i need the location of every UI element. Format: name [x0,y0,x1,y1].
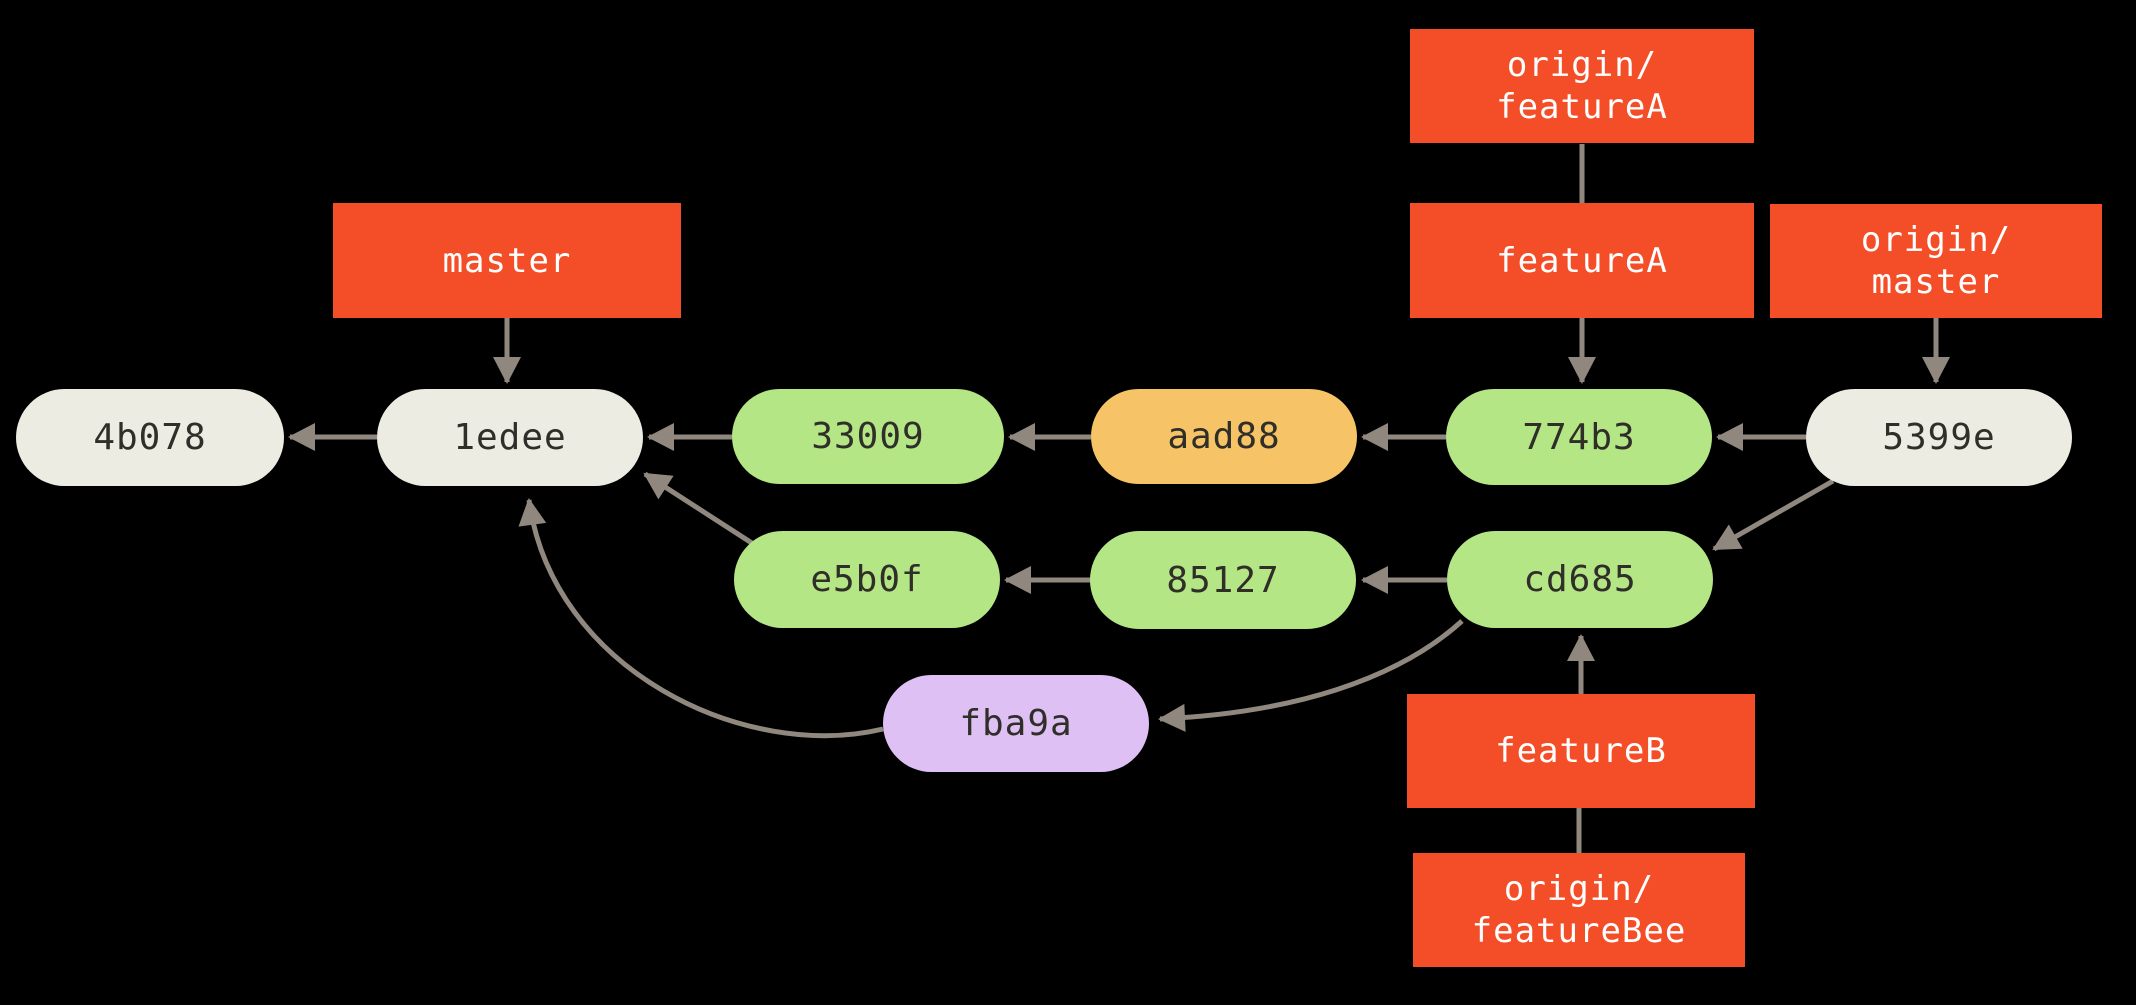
branch-label-origin-featureBee: origin/ featureBee [1413,853,1745,967]
commit-node-33009: 33009 [732,389,1004,484]
commit-node-85127: 85127 [1090,531,1356,629]
branch-label-master: master [333,203,681,318]
edge-cd685-to-fba9a [1158,619,1464,732]
commit-node-e5b0f: e5b0f [734,531,1000,628]
commit-node-774b3: 774b3 [1446,389,1712,485]
commit-node-cd685: cd685 [1447,531,1713,628]
commit-node-5399e: 5399e [1806,389,2072,486]
branch-label-featureB: featureB [1407,694,1755,808]
edge-5399e-to-cd685 [1712,478,1835,552]
commit-node-fba9a: fba9a [883,675,1149,772]
edge-e5b0f-to-1edee [643,471,760,550]
branch-label-origin-master: origin/ master [1770,204,2102,318]
commit-node-4b078: 4b078 [16,389,284,486]
commit-node-1edee: 1edee [377,389,643,486]
edge-fba9a-to-1edee [518,498,884,739]
branch-label-featureA: featureA [1410,203,1754,318]
commit-node-aad88: aad88 [1091,389,1357,484]
branch-label-origin-featureA: origin/ featureA [1410,29,1754,143]
